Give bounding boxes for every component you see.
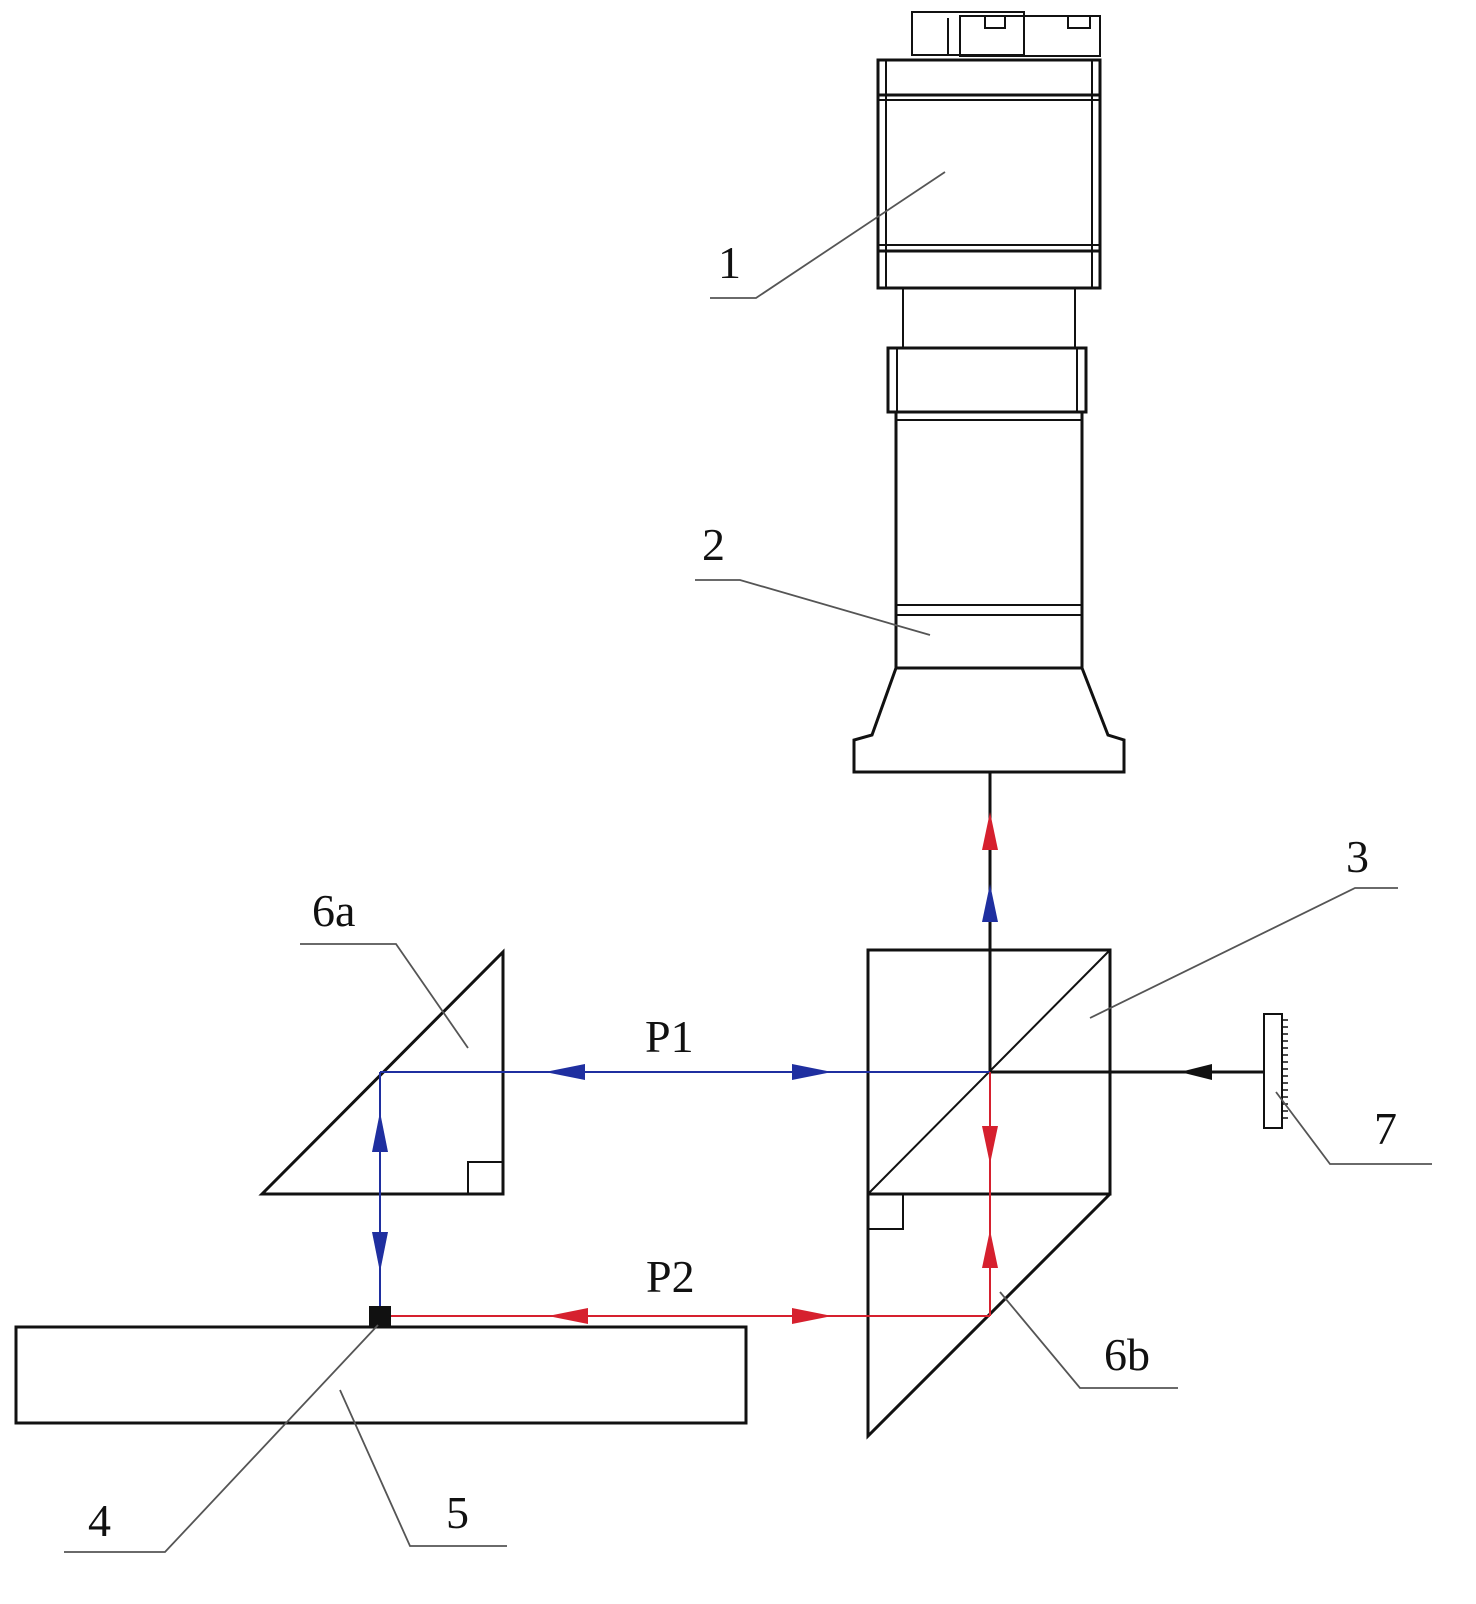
leader-4	[64, 1324, 379, 1553]
label-stage: 5	[446, 1487, 469, 1538]
leader-2	[695, 579, 931, 636]
source-arrowhead	[1180, 1064, 1212, 1080]
axis-red-arrow-up	[982, 812, 998, 850]
p2-arrow-down	[982, 1126, 998, 1164]
p1-arrow-down	[372, 1232, 388, 1272]
label-path-2: P2	[646, 1251, 695, 1302]
p2-arrow-up	[982, 1230, 998, 1268]
label-light-source: 7	[1374, 1103, 1397, 1154]
p1-arrow-right	[792, 1064, 832, 1080]
stage	[14, 1325, 748, 1425]
label-path-1: P1	[645, 1011, 694, 1062]
leader-6a	[300, 943, 469, 1049]
lens-assembly	[852, 287, 1126, 774]
p2-arrow-right	[792, 1308, 832, 1324]
label-prism-b: 6b	[1104, 1329, 1150, 1380]
label-beam-splitter: 3	[1346, 831, 1369, 882]
leader-5	[339, 1389, 507, 1547]
label-camera: 1	[718, 237, 741, 288]
leader-3	[1089, 887, 1398, 1019]
p2-arrow-left	[548, 1308, 588, 1324]
label-target: 4	[88, 1495, 111, 1546]
target-marker	[369, 1306, 391, 1328]
label-prism-a: 6a	[312, 885, 355, 936]
camera-body	[876, 11, 1102, 290]
label-lens: 2	[702, 519, 725, 570]
leader-1	[710, 171, 946, 299]
prism-6b	[866, 1192, 1112, 1440]
leader-6b	[999, 1291, 1178, 1389]
p1-arrow-up	[372, 1112, 388, 1152]
axis-blue-arrow-up	[982, 884, 998, 922]
p1-arrow-left	[545, 1064, 585, 1080]
light-source	[1263, 1013, 1288, 1129]
leader-7	[1275, 1091, 1432, 1165]
